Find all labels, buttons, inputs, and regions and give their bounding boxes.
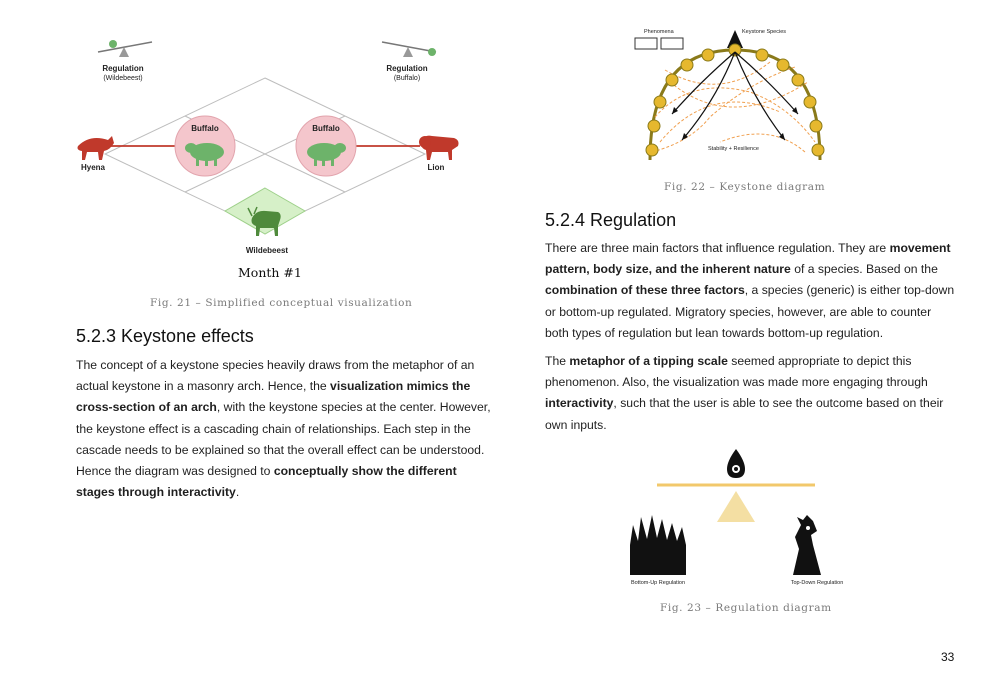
section-524-paragraph-2: The metaphor of a tipping scale seemed a… (545, 351, 957, 436)
page-number: 33 (941, 650, 955, 664)
balance-right-icon (381, 41, 437, 57)
fig23-diagram: Bottom-Up Regulation Top-Down Regulation (630, 449, 844, 586)
balance-left-icon (97, 40, 153, 57)
body-text: of a species. Based on the (790, 262, 938, 277)
keystone-arrows (671, 51, 799, 141)
buffalo-left-icon (185, 143, 224, 166)
hyena-label: Hyena (81, 163, 106, 172)
body-text: , with the keystone species at the cente… (76, 400, 491, 479)
fig22-diagram: Phenomena Keystone Species (634, 29, 825, 161)
wildebeest-label: Wildebeest (246, 246, 288, 255)
section-523-paragraph: The concept of a keystone species heavil… (76, 355, 496, 503)
regulation-left-sub: (Wildebeest) (103, 75, 142, 82)
section-523-heading: 5.2.3 Keystone effects (76, 326, 254, 346)
emphasis-text: conceptually show the different stages t… (76, 464, 457, 500)
regulation-right-label: Regulation (386, 64, 427, 73)
lion-icon (419, 135, 459, 160)
top-down-label: Top-Down Regulation (791, 580, 844, 586)
fig23-caption: Fig. 23 – Regulation diagram (660, 602, 832, 614)
stability-label: Stability + Resilience (708, 146, 759, 152)
body-text: The concept of a keystone species heavil… (76, 358, 475, 394)
body-text: , such that the user is able to see the … (545, 396, 944, 432)
buffalo-right-icon (307, 143, 346, 166)
phenomena-label: Phenomena (644, 29, 675, 35)
phenomena-box-1 (634, 37, 658, 50)
section-524-paragraph-1: There are three main factors that influe… (545, 238, 957, 344)
buffalo-right-node (295, 115, 357, 177)
body-text: . (235, 485, 240, 500)
predator-icon (793, 515, 821, 575)
bottom-up-label: Bottom-Up Regulation (631, 580, 685, 586)
emphasis-text: visualization mimics the cross-section o… (76, 379, 471, 415)
emphasis-text: movement pattern, body size, and the inh… (545, 241, 951, 277)
emphasis-text: combination of these three factors (545, 283, 745, 298)
regulation-right-sub: (Buffalo) (394, 75, 420, 82)
fig21-diagram: Regulation (Wildebeest) Regulation (Buff… (77, 40, 459, 255)
body-text: , a species (generic) is either top-down… (545, 283, 955, 340)
keystone-icon (727, 30, 743, 48)
buffalo-left-label: Buffalo (191, 124, 219, 133)
section-524-heading: 5.2.4 Regulation (545, 210, 677, 230)
emphasis-text: interactivity (545, 396, 614, 411)
lion-label: Lion (428, 163, 445, 172)
emphasis-text: metaphor of a tipping scale (569, 354, 728, 368)
regulation-left-label: Regulation (102, 64, 143, 73)
wildebeest-icon (247, 206, 281, 236)
drop-icon (727, 449, 745, 478)
body-text: The (545, 354, 570, 368)
buffalo-right-label: Buffalo (312, 124, 340, 133)
body-text: There are three main factors that influe… (545, 241, 890, 255)
grass-block-icon (630, 515, 686, 575)
hyena-icon (77, 136, 114, 160)
fig21-caption: Fig. 21 – Simplified conceptual visualiz… (150, 297, 413, 309)
fig22-caption: Fig. 22 – Keystone diagram (664, 181, 826, 193)
arch (648, 48, 822, 161)
phenomena-box-2 (660, 37, 684, 50)
body-text: seemed appropriate to depict this phenom… (545, 354, 928, 390)
scale-fulcrum (717, 491, 755, 522)
arch-nodes (645, 48, 825, 157)
keystone-species-label: Keystone Species (742, 29, 786, 35)
buffalo-left-node (174, 115, 236, 177)
month-label: Month #1 (238, 265, 302, 280)
